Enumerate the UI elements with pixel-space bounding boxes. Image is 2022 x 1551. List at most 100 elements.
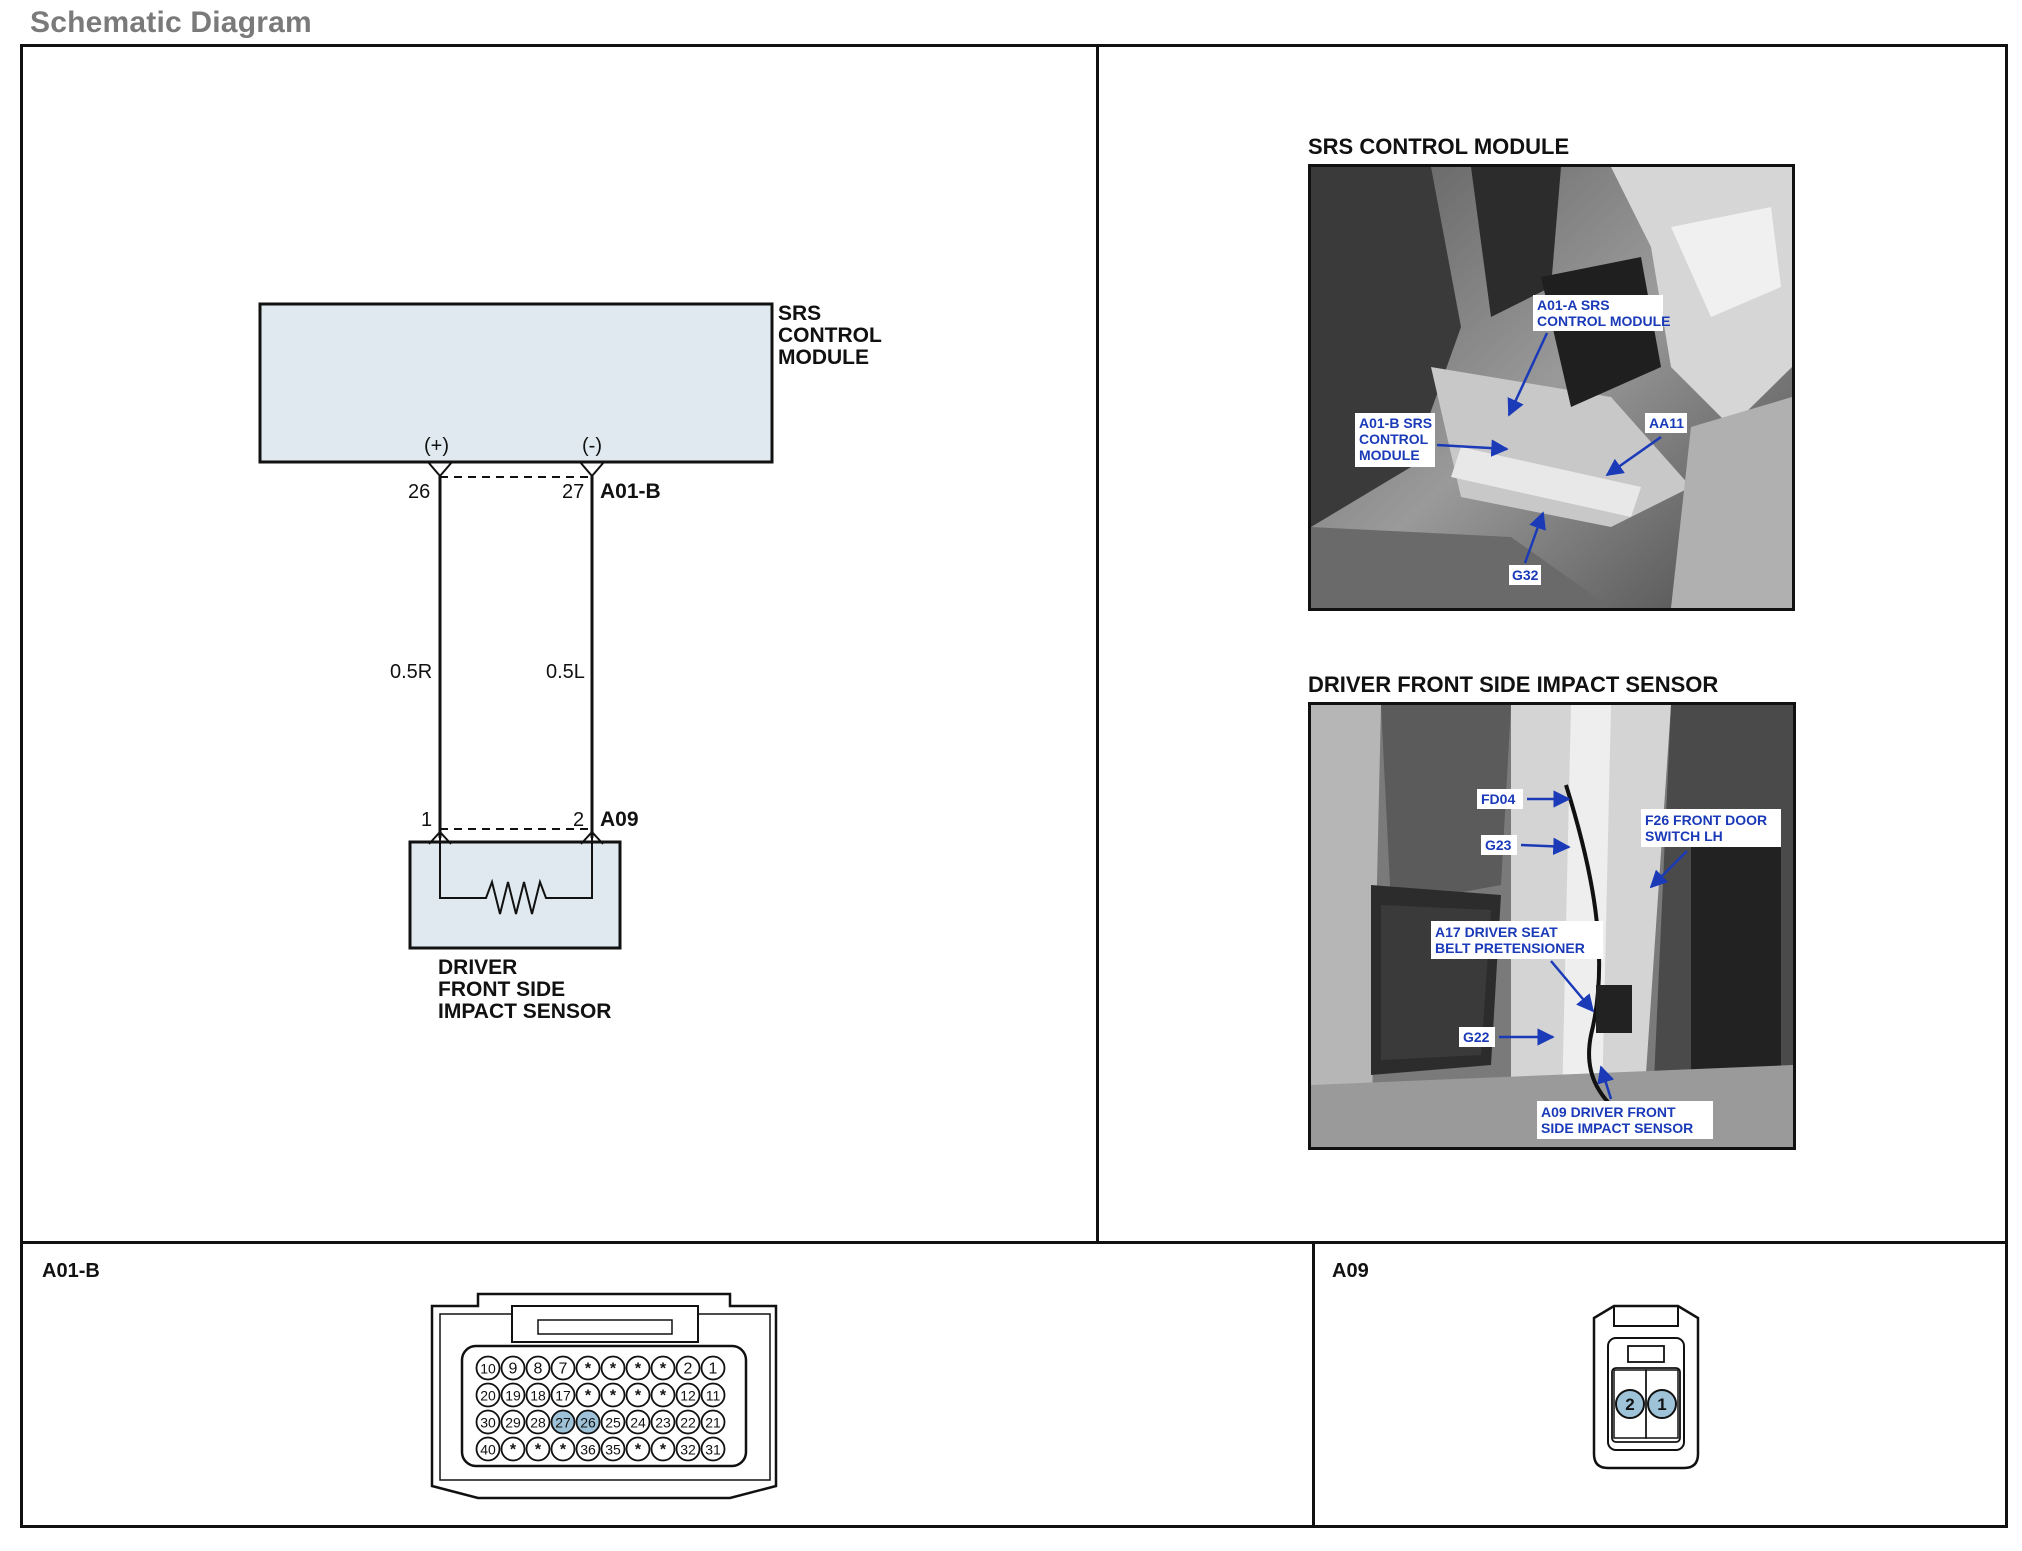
a01b-pin bbox=[500, 1436, 526, 1462]
a01b-pin bbox=[700, 1409, 726, 1435]
a01b-pin bbox=[500, 1355, 526, 1381]
a01b-pin bbox=[575, 1355, 601, 1381]
a01b-pin bbox=[600, 1436, 626, 1462]
a01b-pin bbox=[550, 1382, 576, 1408]
callout-a01a-1: A01-A SRS bbox=[1537, 297, 1610, 313]
a01b-pin-label: * bbox=[660, 1361, 667, 1378]
a01b-pin bbox=[575, 1409, 601, 1435]
a01b-pin bbox=[650, 1436, 676, 1462]
a01b-pin bbox=[700, 1382, 726, 1408]
connector-divider bbox=[1312, 1241, 1315, 1528]
a01b-pin-label: 8 bbox=[534, 1361, 543, 1378]
a01b-pin bbox=[575, 1436, 601, 1462]
a01b-pin bbox=[650, 1355, 676, 1381]
module-label-1: SRS bbox=[778, 302, 821, 325]
a01b-pin-label: * bbox=[535, 1442, 542, 1459]
a01b-pin-label: * bbox=[660, 1442, 667, 1459]
a01b-pin-label: * bbox=[635, 1361, 642, 1378]
a01b-pin bbox=[475, 1382, 501, 1408]
module-label-3: MODULE bbox=[778, 346, 869, 369]
callout-a01b-2: CONTROL bbox=[1359, 431, 1429, 447]
pin-1-label: 1 bbox=[421, 809, 432, 831]
callout-a01b-1: A01-B SRS bbox=[1359, 415, 1432, 431]
module-label-2: CONTROL bbox=[778, 324, 882, 347]
a01b-pin-label: 7 bbox=[559, 1361, 568, 1378]
a01b-pin-label: 18 bbox=[530, 1388, 546, 1404]
sensor-label-2: FRONT SIDE bbox=[438, 978, 565, 1001]
a01b-pin bbox=[525, 1355, 551, 1381]
callout-f26-2: SWITCH LH bbox=[1645, 828, 1723, 844]
a01b-pin-label: * bbox=[610, 1361, 617, 1378]
a09-pin-1-label: 1 bbox=[1657, 1395, 1666, 1414]
terminal-27 bbox=[579, 461, 605, 478]
photo-srs-module: A01-A SRS CONTROL MODULE A01-B SRS CONTR… bbox=[1308, 164, 1795, 611]
a01b-pin bbox=[500, 1382, 526, 1408]
a01b-pin bbox=[700, 1436, 726, 1462]
a01b-pin-label: * bbox=[660, 1388, 667, 1405]
a01b-pin-label: 40 bbox=[480, 1442, 496, 1458]
callout-g32: G32 bbox=[1512, 567, 1539, 583]
connector-a01b-title: A01-B bbox=[42, 1260, 100, 1282]
photo-title-sensor: DRIVER FRONT SIDE IMPACT SENSOR bbox=[1308, 672, 1719, 697]
a01b-pin bbox=[550, 1409, 576, 1435]
sensor-terminal-2 bbox=[580, 830, 604, 845]
wiring-schematic: SRS CONTROL MODULE (+) (-) 26 27 A01-B 0… bbox=[258, 302, 882, 1023]
a01b-pin-label: 27 bbox=[555, 1415, 571, 1431]
a01b-pin bbox=[475, 1355, 501, 1381]
a01b-pin-label: 10 bbox=[480, 1361, 496, 1377]
callout-aa11: AA11 bbox=[1649, 415, 1684, 431]
a01b-pin bbox=[675, 1355, 701, 1381]
a01b-pin-label: 23 bbox=[655, 1415, 671, 1431]
connector-a01b-label: A01-B bbox=[600, 480, 661, 503]
sensor-label-1: DRIVER bbox=[438, 956, 517, 979]
plus-terminal-label: (+) bbox=[424, 435, 449, 457]
a01b-pin bbox=[675, 1409, 701, 1435]
minus-terminal-label: (-) bbox=[582, 435, 602, 457]
a01b-pin bbox=[625, 1436, 651, 1462]
callout-a09-1: A09 DRIVER FRONT bbox=[1541, 1104, 1676, 1120]
photo-title-srs: SRS CONTROL MODULE bbox=[1308, 134, 1570, 159]
wire-right-label: 0.5L bbox=[546, 661, 585, 683]
callout-a17-2: BELT PRETENSIONER bbox=[1435, 940, 1585, 956]
resistor-symbol bbox=[439, 834, 593, 915]
a01b-pin-label: 1 bbox=[709, 1361, 718, 1378]
a01b-pin-label: 22 bbox=[680, 1415, 696, 1431]
a01b-pin bbox=[525, 1409, 551, 1435]
pin-27-label: 27 bbox=[562, 481, 584, 503]
a01b-pin bbox=[525, 1436, 551, 1462]
a01b-pin-label: 24 bbox=[630, 1415, 646, 1431]
a01b-pin bbox=[600, 1355, 626, 1381]
a01b-pin-label: 19 bbox=[505, 1388, 521, 1404]
a01b-pin bbox=[700, 1355, 726, 1381]
a01b-pin-label: 11 bbox=[706, 1388, 721, 1404]
a09-pin-2-label: 2 bbox=[1625, 1395, 1634, 1414]
callout-g23: G23 bbox=[1485, 837, 1512, 853]
horizontal-divider bbox=[20, 1241, 2008, 1244]
a01b-pin-label: 25 bbox=[605, 1415, 621, 1431]
callout-fd04: FD04 bbox=[1481, 791, 1515, 807]
a01b-pin-label: 35 bbox=[605, 1442, 621, 1458]
a01b-pin-label: 28 bbox=[530, 1415, 546, 1431]
wire-left-label: 0.5R bbox=[390, 661, 432, 683]
a01b-pin bbox=[675, 1382, 701, 1408]
a01b-pin-label: 31 bbox=[705, 1442, 721, 1458]
a01b-pin bbox=[650, 1409, 676, 1435]
a01b-pin-label: * bbox=[635, 1442, 642, 1459]
terminal-26 bbox=[427, 461, 453, 478]
a01b-pin bbox=[550, 1355, 576, 1381]
connector-a09-face: 2 1 bbox=[1592, 1304, 1700, 1470]
a01b-pin-label: 20 bbox=[480, 1388, 496, 1404]
sensor-box bbox=[408, 840, 622, 950]
a01b-pin-label: * bbox=[560, 1442, 567, 1459]
a01b-pin-label: * bbox=[510, 1442, 517, 1459]
a01b-pin-label: 29 bbox=[505, 1415, 521, 1431]
a01b-pin-label: 17 bbox=[555, 1388, 571, 1404]
a01b-pin bbox=[600, 1382, 626, 1408]
callout-a01b-3: MODULE bbox=[1359, 447, 1420, 463]
a01b-pin bbox=[475, 1436, 501, 1462]
pin-2-label: 2 bbox=[573, 809, 584, 831]
callout-a01a-2: CONTROL MODULE bbox=[1537, 313, 1671, 329]
a01b-pin-label: 32 bbox=[680, 1442, 696, 1458]
